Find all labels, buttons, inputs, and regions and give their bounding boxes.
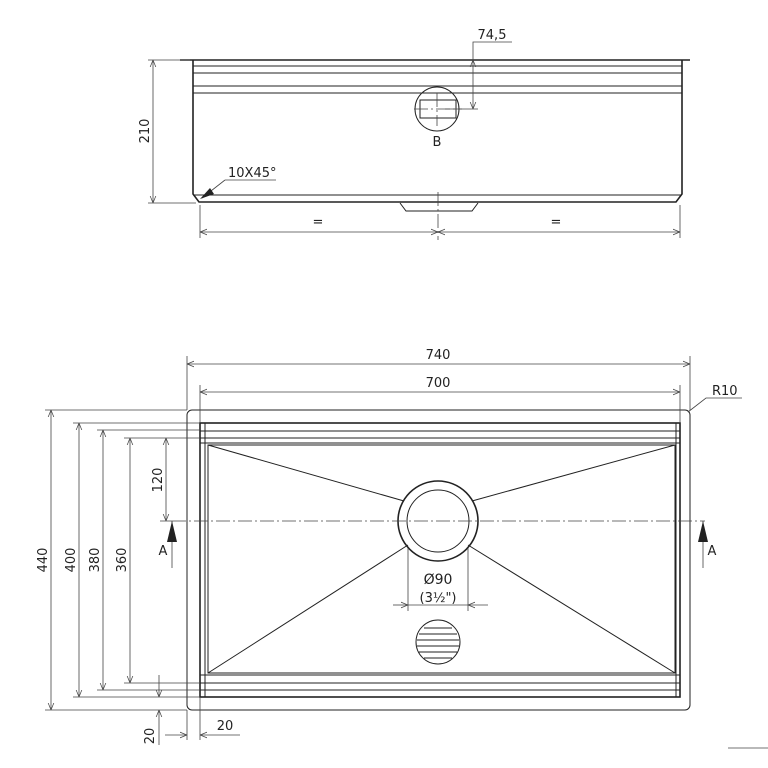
drain-offset-120: 120	[151, 468, 166, 493]
plan-view: A A 740 700 R10 440 400 380 360 120 20 2…	[36, 348, 742, 745]
depth-dim-400: 400	[64, 548, 79, 573]
equal-right: =	[551, 215, 562, 230]
section-arrow-left-icon	[167, 521, 177, 542]
corner-radius-r10: R10	[712, 384, 738, 399]
equal-left: =	[313, 215, 324, 230]
detail-b-label: B	[433, 135, 442, 150]
sink-outline	[186, 409, 691, 711]
depth-dim-360: 360	[115, 548, 130, 573]
depth-dim-380: 380	[88, 548, 103, 573]
bowl	[207, 444, 676, 674]
side-view: B 210 74,5 10X45° = =	[138, 28, 690, 240]
slope-lines	[207, 444, 676, 674]
strainer-icon	[415, 619, 461, 665]
drain-diameter-inch: (3½")	[420, 591, 457, 606]
margin-dim-horizontal-20: 20	[217, 719, 234, 734]
drain-outlet	[399, 202, 479, 212]
chamfer-note: 10X45°	[228, 166, 277, 181]
depth-dim-440: 440	[36, 548, 51, 573]
section-label-right: A	[708, 544, 717, 559]
section-arrow-right-icon	[698, 521, 708, 542]
height-dim-210: 210	[138, 119, 153, 144]
section-label-left: A	[159, 544, 168, 559]
drain-diameter: Ø90	[424, 572, 453, 588]
offset-dim-74-5: 74,5	[478, 28, 507, 43]
width-dim-700: 700	[426, 376, 451, 391]
width-dim-740: 740	[426, 348, 451, 363]
margin-dim-vertical-20: 20	[143, 728, 158, 745]
